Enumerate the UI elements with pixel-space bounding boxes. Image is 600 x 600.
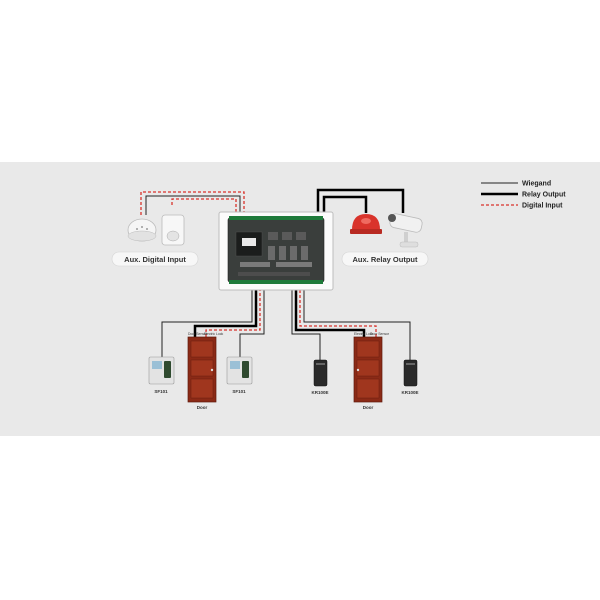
fingerprint-reader-left: SF101 bbox=[148, 356, 175, 394]
siren-icon bbox=[350, 214, 382, 234]
access-controller bbox=[218, 211, 334, 291]
legend-relay-label: Relay Output bbox=[522, 192, 566, 199]
aux-digital-input-label-box: Aux. Digital Input bbox=[111, 251, 199, 267]
aux-digital-input-label: Aux. Digital Input bbox=[124, 255, 186, 264]
door-right-sensor-label: Door Sensor bbox=[370, 332, 390, 336]
door-left-lock-label: Electric Lock bbox=[204, 332, 224, 336]
aux-relay-output-label-box: Aux. Relay Output bbox=[341, 251, 429, 267]
left-group-wiring bbox=[161, 290, 265, 357]
door-right-lock-label: Electric Lock bbox=[354, 332, 374, 336]
legend-wiegand-label: Wiegand bbox=[522, 181, 551, 188]
diagram-background bbox=[0, 162, 600, 436]
door-left: Door Door Sensor Electric Lock bbox=[187, 332, 224, 410]
aux-relay-output-label: Aux. Relay Output bbox=[352, 255, 418, 264]
card-reader-right: KR100E bbox=[401, 359, 419, 395]
door-right: Door Electric Lock Door Sensor bbox=[353, 332, 390, 410]
aux-relay-output-wiring bbox=[316, 188, 405, 213]
card-reader-left-label: KR100E bbox=[311, 390, 328, 395]
door-left-label: Door bbox=[197, 405, 208, 410]
door-right-label: Door bbox=[363, 405, 374, 410]
door-left-sensor-label: Door Sensor bbox=[188, 332, 208, 336]
aux-digital-input-wiring bbox=[140, 191, 245, 215]
legend: Wiegand Relay Output Digital Input bbox=[481, 181, 566, 210]
card-reader-left: KR100E bbox=[311, 359, 329, 395]
fingerprint-reader-left-label: SF101 bbox=[154, 389, 168, 394]
right-group-wiring bbox=[291, 290, 411, 360]
motion-sensor-icon bbox=[161, 214, 185, 246]
card-reader-right-label: KR100E bbox=[401, 390, 418, 395]
legend-digital-input-label: Digital Input bbox=[522, 203, 563, 210]
fingerprint-reader-right: SF101 bbox=[226, 356, 253, 394]
fingerprint-reader-right-label: SF101 bbox=[232, 389, 246, 394]
cctv-camera-icon bbox=[388, 213, 423, 248]
smoke-detector-icon bbox=[127, 218, 157, 242]
